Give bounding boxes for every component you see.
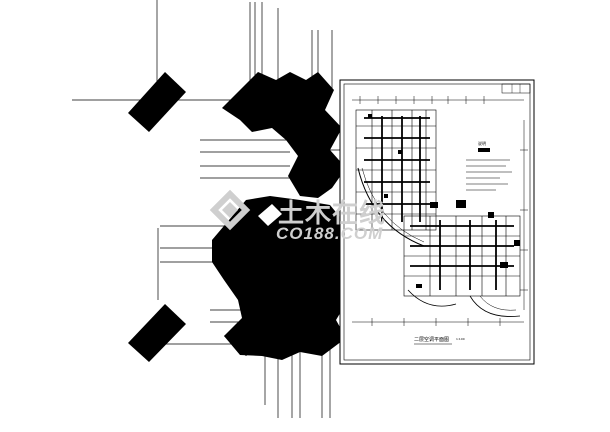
fill-block-lower-tab xyxy=(224,316,270,356)
curved-bay-left xyxy=(407,289,457,307)
watermark-brand-cn: 土木在线 xyxy=(278,198,387,228)
design-notes-lines xyxy=(466,159,512,191)
notes-heading-mark xyxy=(478,148,490,152)
bottom-dimension-chain xyxy=(352,318,524,326)
plan-title: 二层空调平面图 xyxy=(414,337,450,343)
watermark-brand-en: CO188.COM xyxy=(276,224,384,243)
sheet-frame xyxy=(339,79,535,365)
fill-block-upper-left xyxy=(128,72,186,132)
notes-heading: 说明 xyxy=(478,141,486,146)
watermark-logo-icon xyxy=(209,189,251,231)
plan-scale: 1:100 xyxy=(456,337,465,341)
curved-bay-right xyxy=(469,295,521,317)
right-dimension-chain xyxy=(520,120,528,310)
equipment-marks xyxy=(368,114,520,288)
curved-facade xyxy=(357,167,425,247)
duct-runs-lower xyxy=(410,220,514,290)
duct-runs-upper xyxy=(364,116,430,222)
fill-block-upper-cluster xyxy=(222,72,346,198)
fill-block-main-mass xyxy=(212,196,348,360)
floor-plan-lower-wing xyxy=(403,215,521,297)
fill-block-lower-right xyxy=(252,300,318,356)
fill-block-lower-left xyxy=(128,304,186,362)
top-dimension-chain xyxy=(352,96,524,104)
solid-fill-blocks xyxy=(128,72,348,362)
